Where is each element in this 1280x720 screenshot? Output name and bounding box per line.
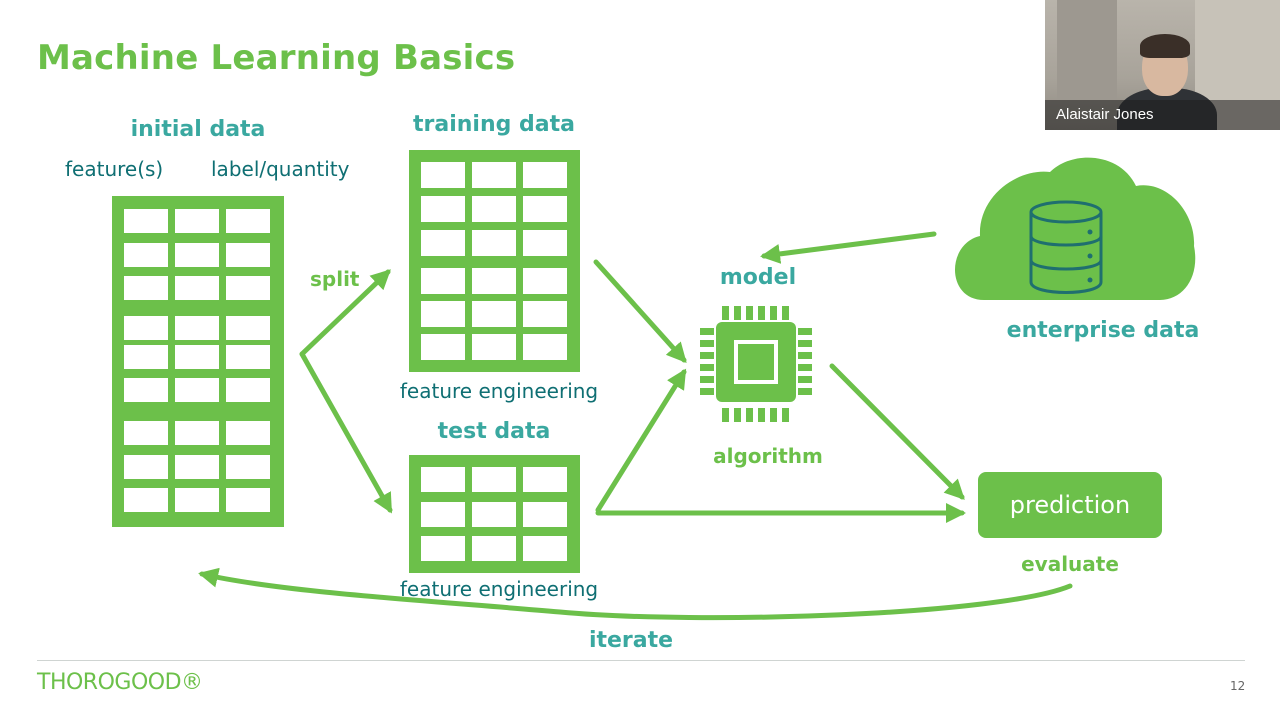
table-cell	[472, 196, 516, 222]
table-cell	[124, 488, 168, 512]
test-data-table	[409, 455, 580, 573]
training-data-heading: training data	[413, 112, 575, 137]
participant-video-tile[interactable]: Alaistair Jones	[1045, 0, 1280, 130]
table-cell	[523, 230, 567, 256]
algorithm-label: algorithm	[713, 444, 823, 468]
feature-engineering-test-label: feature engineering	[399, 577, 599, 601]
page-number: 12	[1230, 679, 1246, 693]
table-cell	[472, 301, 516, 327]
table-cell	[124, 421, 168, 445]
footer-divider	[37, 660, 1245, 661]
model-heading: model	[719, 265, 797, 290]
table-cell	[175, 421, 219, 445]
evaluate-label: evaluate	[1021, 552, 1119, 576]
table-cell	[421, 301, 465, 327]
cloud-database-icon	[954, 157, 1196, 300]
table-cell	[124, 345, 168, 369]
table-cell	[226, 316, 270, 340]
table-cell	[421, 502, 465, 527]
table-cell	[472, 268, 516, 294]
table-cell	[421, 196, 465, 222]
table-cell	[472, 334, 516, 360]
table-cell	[421, 536, 465, 561]
split-label: split	[310, 267, 360, 291]
table-cell	[472, 536, 516, 561]
table-cell	[124, 276, 168, 300]
iterate-arrow	[198, 567, 1073, 621]
table-cell	[421, 467, 465, 492]
prediction-box: prediction	[978, 472, 1162, 538]
initial-data-heading: initial data	[130, 117, 266, 142]
table-cell	[472, 502, 516, 527]
table-cell	[124, 378, 168, 402]
table-cell	[421, 268, 465, 294]
table-cell	[472, 230, 516, 256]
prediction-label: prediction	[1009, 491, 1131, 519]
initial-data-table	[112, 196, 284, 527]
table-cell	[124, 455, 168, 479]
table-cell	[226, 378, 270, 402]
table-cell	[124, 243, 168, 267]
table-cell	[226, 421, 270, 445]
table-cell	[523, 268, 567, 294]
participant-hair	[1140, 34, 1190, 58]
table-cell	[175, 455, 219, 479]
video-background	[1057, 0, 1117, 100]
enterprise-to-model-arrow	[760, 231, 937, 264]
table-cell	[175, 209, 219, 233]
table-cell	[472, 162, 516, 188]
split-arrow-down	[299, 351, 393, 514]
feature-engineering-training-label: feature engineering	[399, 379, 599, 403]
table-cell	[226, 455, 270, 479]
table-cell	[226, 276, 270, 300]
table-cell	[523, 334, 567, 360]
table-cell	[523, 301, 567, 327]
table-cell	[523, 536, 567, 561]
features-label: feature(s)	[65, 157, 164, 181]
table-cell	[226, 209, 270, 233]
table-cell	[523, 162, 567, 188]
table-cell	[175, 316, 219, 340]
iterate-label: iterate	[588, 628, 674, 653]
table-cell	[175, 488, 219, 512]
table-cell	[226, 345, 270, 369]
table-cell	[175, 378, 219, 402]
table-cell	[421, 230, 465, 256]
chip-icon	[700, 306, 812, 422]
table-cell	[124, 316, 168, 340]
enterprise-data-label: enterprise data	[1006, 318, 1200, 343]
training-data-table	[409, 150, 580, 372]
table-cell	[124, 209, 168, 233]
table-cell	[421, 334, 465, 360]
table-cell	[175, 276, 219, 300]
test-to-model-arrow	[595, 368, 687, 513]
train-to-model-arrow	[593, 259, 687, 363]
table-cell	[175, 345, 219, 369]
model-to-prediction-arrow	[829, 363, 965, 500]
thorogood-logo: THOROGOOD®	[37, 670, 203, 695]
slide-title: Machine Learning Basics	[37, 38, 516, 78]
participant-name-label: Alaistair Jones	[1045, 100, 1280, 130]
table-cell	[226, 488, 270, 512]
table-cell	[421, 162, 465, 188]
table-cell	[523, 196, 567, 222]
table-cell	[226, 243, 270, 267]
label-quantity-label: label/quantity	[211, 157, 350, 181]
table-cell	[472, 467, 516, 492]
test-data-heading: test data	[437, 419, 551, 444]
table-cell	[523, 467, 567, 492]
split-arrow-up	[299, 269, 391, 357]
table-cell	[175, 243, 219, 267]
table-cell	[523, 502, 567, 527]
